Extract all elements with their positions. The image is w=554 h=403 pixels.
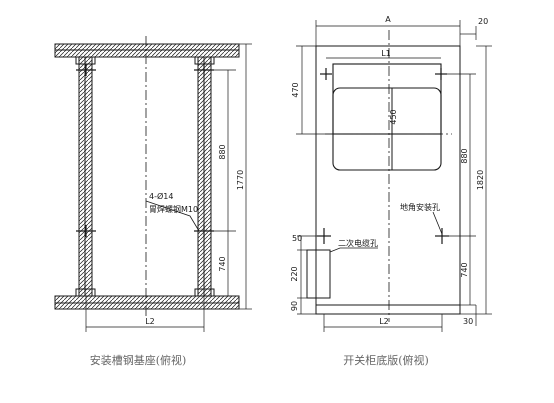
- base-dim-1770: 1770: [236, 170, 245, 190]
- plate-anchor-holes: [317, 228, 449, 244]
- plate-dim-90: 90: [290, 301, 299, 311]
- plate-dim-l2: L2: [379, 317, 389, 326]
- plate-dim-450: 450: [389, 109, 398, 124]
- callout-leader: [145, 200, 200, 232]
- bolt-marks: [76, 64, 214, 237]
- plate-dimensions: [296, 20, 492, 332]
- anchor-hole-leader: [432, 211, 443, 235]
- left-channel: [78, 56, 93, 297]
- top-channel: [54, 43, 240, 58]
- plate-dim-l1: L1: [381, 49, 391, 58]
- base-bolt-callout-1: 4-Ø14: [149, 191, 173, 201]
- base-frame-drawing: [54, 36, 252, 332]
- secondary-cable-hole-label: 二次电缆孔: [338, 238, 378, 248]
- plate-dim-1820: 1820: [476, 170, 485, 190]
- base-dimensions: [85, 43, 252, 332]
- plate-inner-outline: [315, 304, 461, 315]
- plate-dim-a: A: [385, 15, 391, 24]
- secondary-hole-leader: [329, 247, 378, 253]
- anchor-hole-label: 地角安装孔: [400, 202, 440, 212]
- cable-opening-frame: [332, 63, 442, 135]
- bottom-plate-drawing: [296, 20, 492, 332]
- plate-dim-50: 50: [292, 234, 302, 243]
- secondary-cable-hole: [306, 249, 331, 299]
- base-dim-l2: L2: [145, 317, 155, 326]
- right-channel: [197, 56, 212, 297]
- base-caption: 安装槽钢基座(俯视): [90, 353, 187, 367]
- plate-caption: 开关柜底版(俯视): [343, 353, 429, 367]
- plate-dim-470: 470: [291, 82, 300, 97]
- plate-dim-880: 880: [460, 148, 469, 163]
- cable-opening: [332, 87, 442, 171]
- plate-dim-30: 30: [463, 317, 473, 326]
- plate-dim-20: 20: [478, 17, 488, 26]
- base-bolt-callout-2: 胃焊螺钢M10: [149, 204, 198, 214]
- bottom-channel: [54, 295, 240, 310]
- plate-dim-220: 220: [290, 266, 299, 281]
- plate-dim-740: 740: [460, 262, 469, 277]
- plate-outline: [315, 45, 461, 315]
- base-dim-740: 740: [218, 256, 227, 271]
- plate-top-holes: [320, 68, 447, 80]
- base-dim-880: 880: [218, 144, 227, 159]
